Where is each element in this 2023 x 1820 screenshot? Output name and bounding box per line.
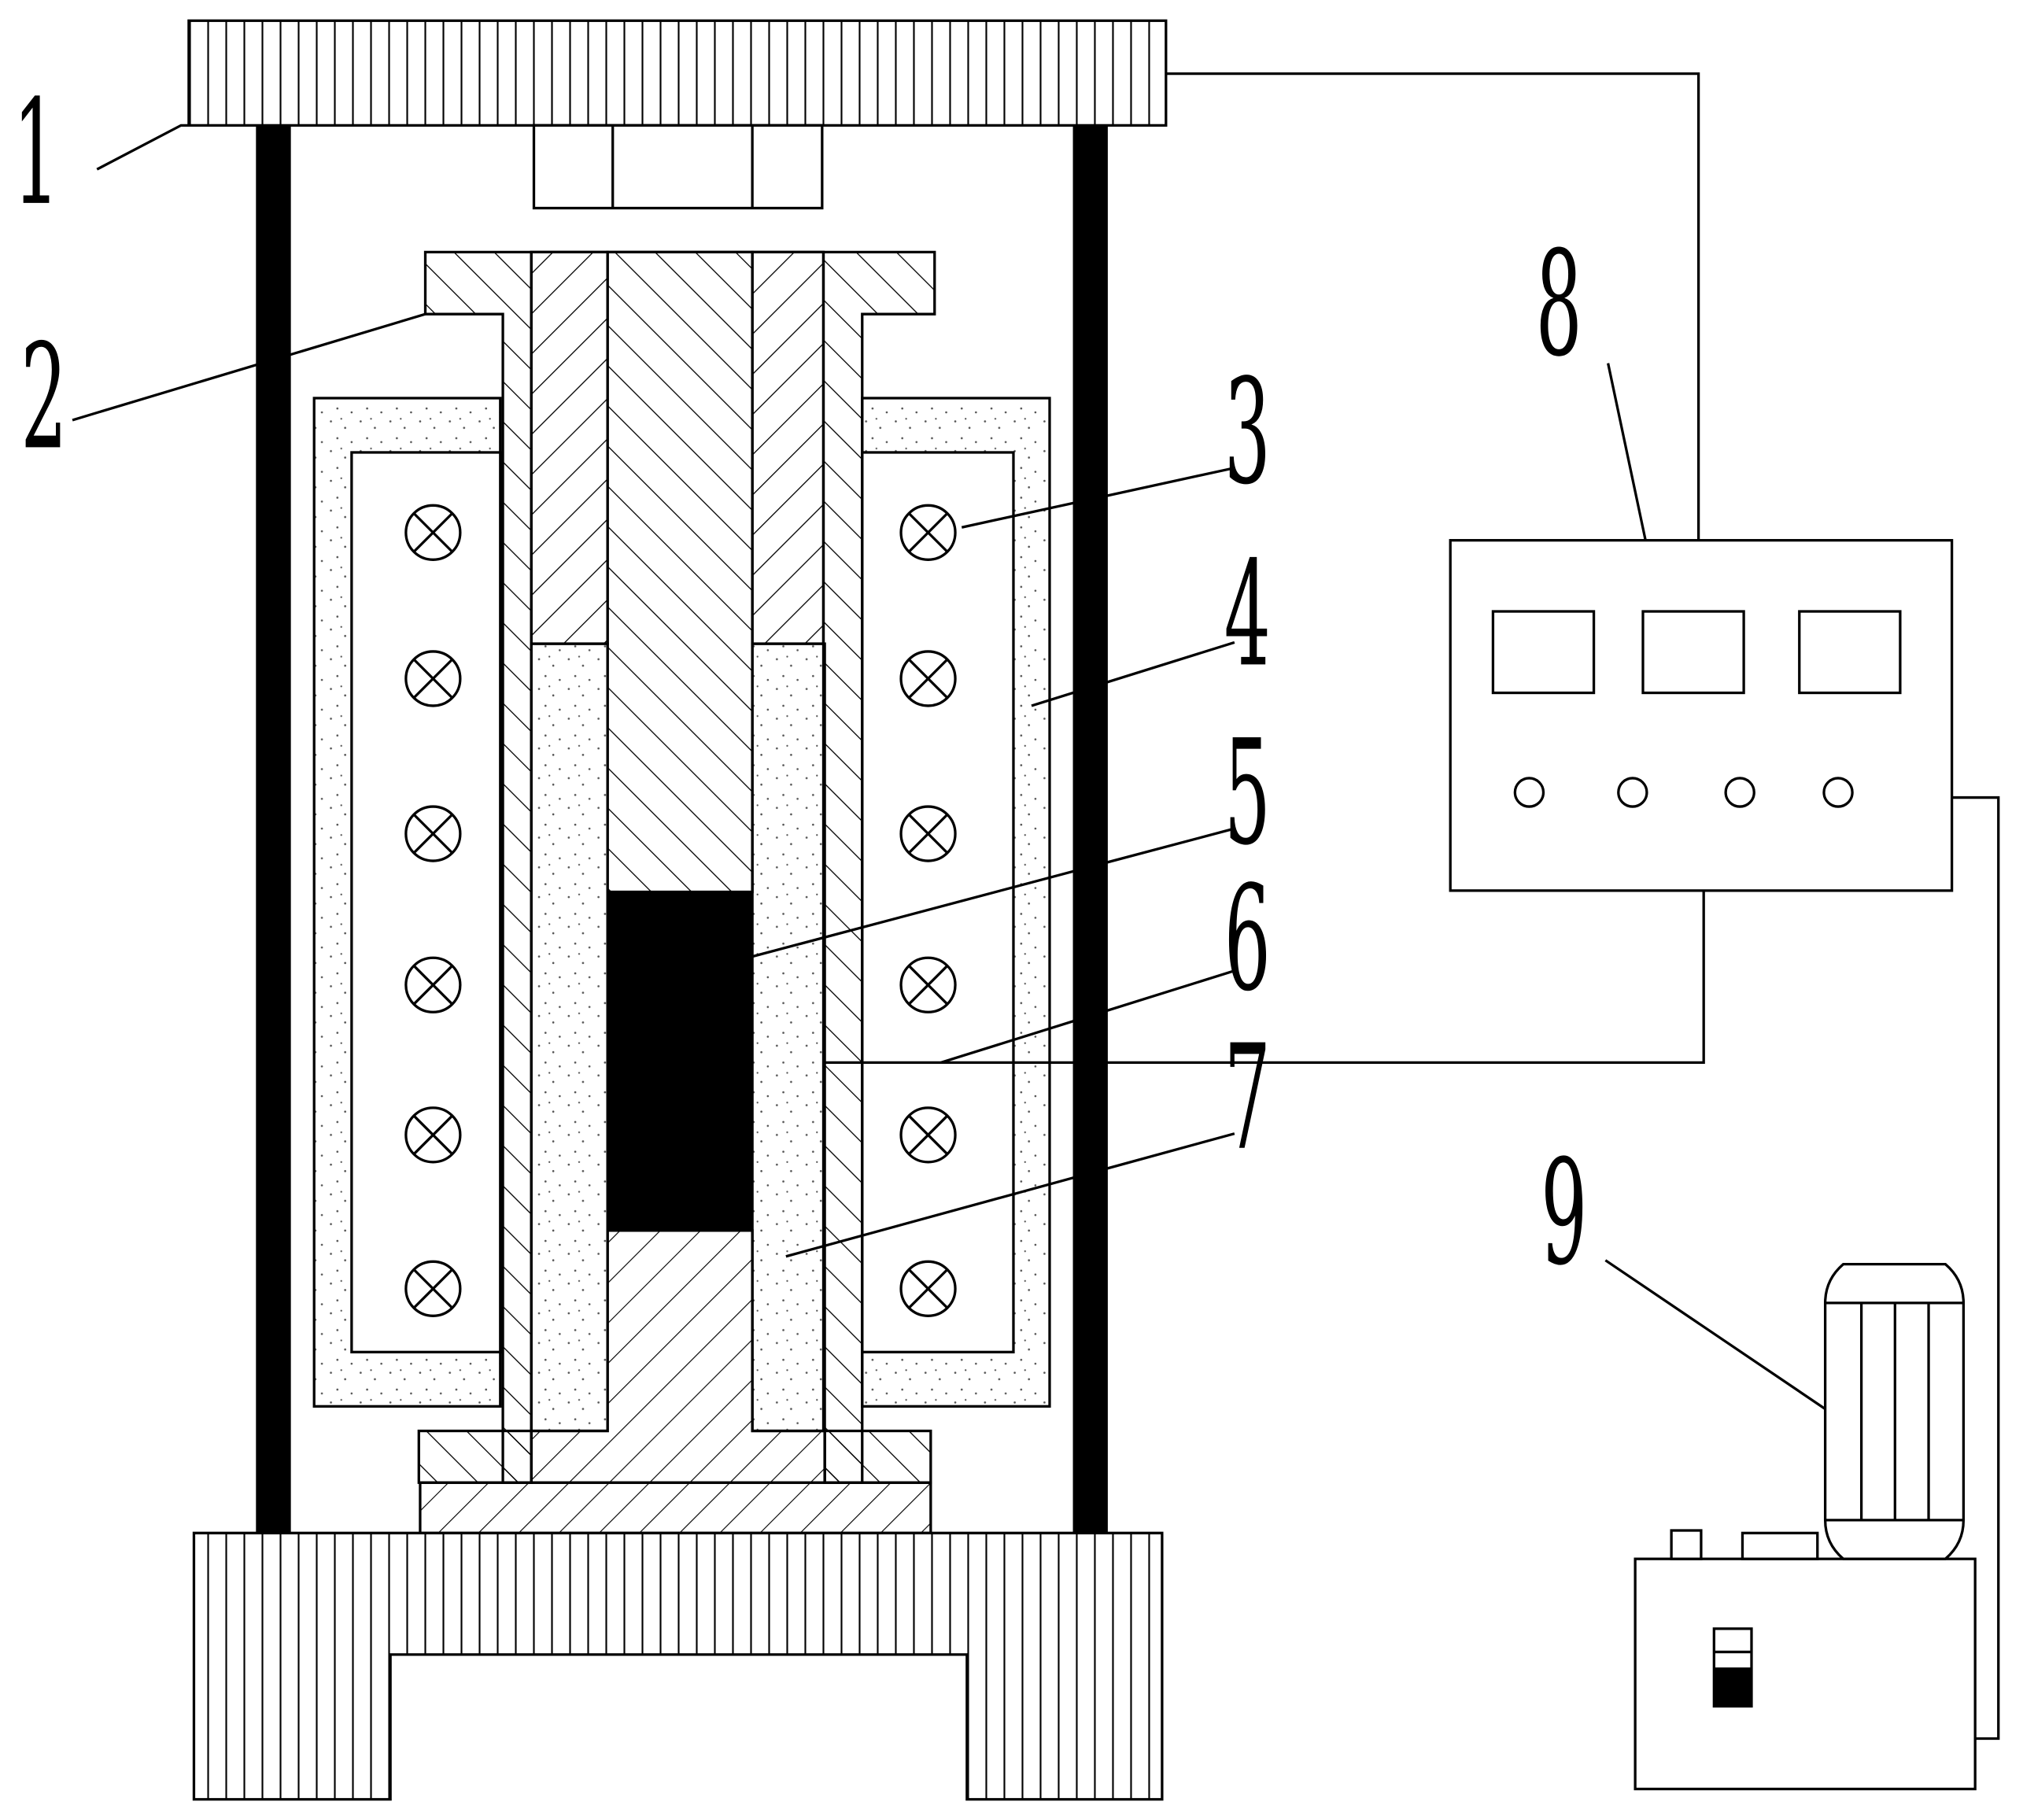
knob-icon-4	[1822, 777, 1854, 808]
furnace-left	[312, 397, 502, 1408]
connection-wires	[825, 72, 2000, 1741]
hydraulic-unit	[1634, 1262, 1977, 1791]
label-2: 2	[20, 313, 67, 482]
right-column	[1072, 125, 1108, 1534]
left-column	[256, 125, 291, 1534]
label-7: 7	[1224, 1014, 1271, 1183]
bottom-flange-right	[823, 1429, 932, 1484]
knob-icon-1	[1513, 777, 1545, 808]
display-panel-2	[1641, 610, 1745, 695]
display-panel-3	[1798, 610, 1902, 695]
label-8: 8	[1536, 220, 1582, 389]
label-1: 1	[13, 69, 59, 238]
upper-punch	[530, 250, 825, 894]
sample-block	[607, 892, 753, 1231]
top-crosshead	[187, 19, 1168, 210]
label-3: 3	[1224, 349, 1271, 517]
bottom-base	[192, 1531, 1164, 1801]
label-6: 6	[1224, 855, 1271, 1024]
leader-lines	[72, 124, 1826, 1410]
lower-base-block	[419, 1481, 932, 1534]
lower-punch	[530, 1229, 826, 1484]
label-4: 4	[1224, 530, 1271, 699]
powder-left	[530, 642, 609, 1433]
knob-icon-3	[1724, 777, 1755, 808]
controller-box	[1449, 539, 1954, 892]
bottom-flange-left	[417, 1429, 533, 1484]
knob-icon-2	[1617, 777, 1648, 808]
display-panel-1	[1491, 610, 1596, 695]
label-9: 9	[1541, 1129, 1587, 1298]
label-5: 5	[1224, 709, 1271, 877]
powder-right	[751, 642, 826, 1433]
